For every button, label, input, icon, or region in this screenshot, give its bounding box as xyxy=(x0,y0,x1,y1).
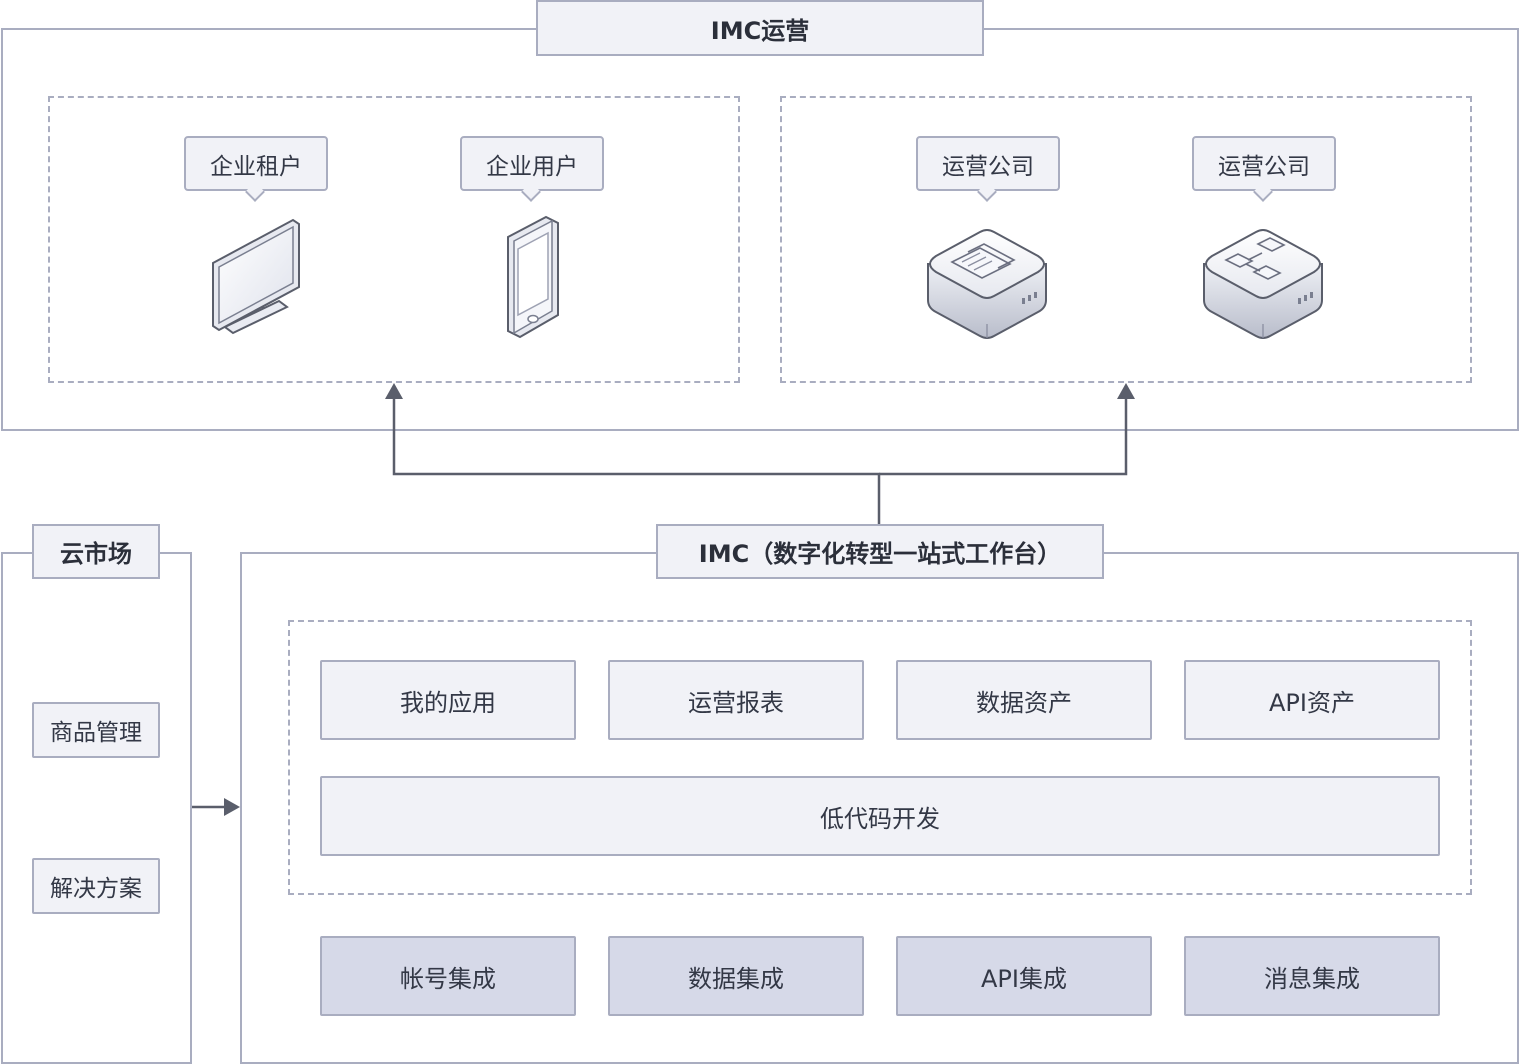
desktop-monitor-icon xyxy=(212,218,300,335)
marketplace-title: 云市场 xyxy=(32,524,160,579)
operation-report-box: 运营报表 xyxy=(608,660,864,740)
flowchart-server-icon xyxy=(1203,229,1323,339)
operator-company-tag-1: 运营公司 xyxy=(916,136,1060,191)
document-server-icon xyxy=(927,229,1047,339)
connector-imc-to-operations xyxy=(392,396,881,524)
api-assets-box: API资产 xyxy=(1184,660,1440,740)
imc-apps-group xyxy=(288,620,1472,895)
arrowhead-right xyxy=(224,798,240,816)
imc-title: IMC（数字化转型一站式工作台） xyxy=(656,524,1104,579)
my-apps-box: 我的应用 xyxy=(320,660,576,740)
operator-group xyxy=(780,96,1472,383)
connector-imc-to-operator xyxy=(879,396,1128,476)
operations-title: IMC运营 xyxy=(536,0,984,56)
solution-item: 解决方案 xyxy=(32,858,160,914)
mobile-phone-icon xyxy=(507,215,559,339)
product-management-item: 商品管理 xyxy=(32,702,160,758)
arrowhead-left-up xyxy=(385,383,403,399)
account-integration-box: 帐号集成 xyxy=(320,936,576,1016)
data-assets-box: 数据资产 xyxy=(896,660,1152,740)
enterprise-user-tag: 企业用户 xyxy=(460,136,604,191)
data-integration-box: 数据集成 xyxy=(608,936,864,1016)
api-integration-box: API集成 xyxy=(896,936,1152,1016)
operator-company-tag-2: 运营公司 xyxy=(1192,136,1336,191)
marketplace-frame xyxy=(1,552,192,1064)
lowcode-box: 低代码开发 xyxy=(320,776,1440,856)
tenant-user-group xyxy=(48,96,740,383)
enterprise-tenant-tag: 企业租户 xyxy=(184,136,328,191)
message-integration-box: 消息集成 xyxy=(1184,936,1440,1016)
arrowhead-right-up xyxy=(1117,383,1135,399)
